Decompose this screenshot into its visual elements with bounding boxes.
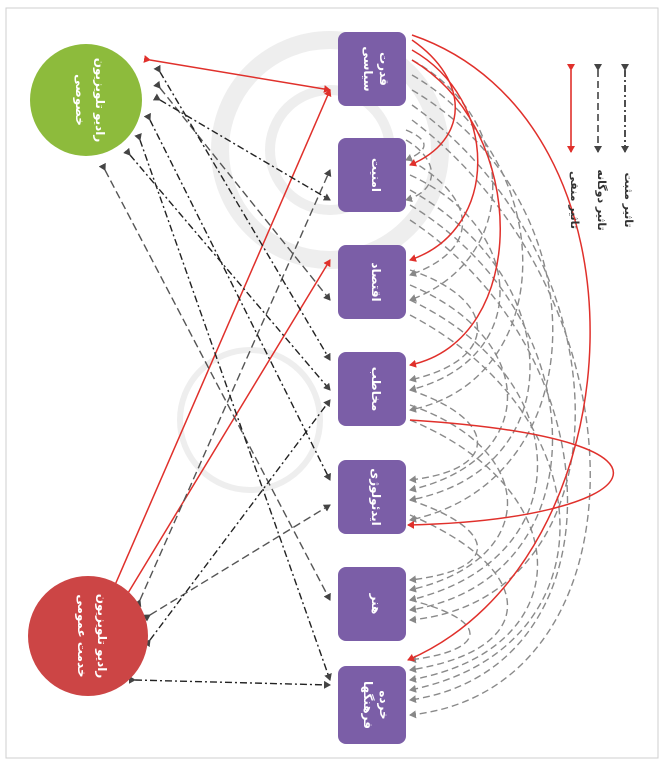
legend-dual-label: تاثیر دوگانه xyxy=(595,169,608,230)
box-political-power-line2: سیاسی xyxy=(361,46,375,91)
box-political-power-line1: قدرت xyxy=(377,52,391,86)
box-subcultures-line2: فرهنگها xyxy=(361,681,375,729)
box-audience-line1: مخاطب xyxy=(369,367,383,412)
box-subcultures-line1: خرده xyxy=(377,690,391,719)
legend-positive-label: تاثیر مثبت xyxy=(622,173,635,228)
box-economy-line1: اقتصاد xyxy=(369,262,383,301)
private-node-label-2: خصوصی xyxy=(72,74,87,126)
public-broadcaster-node: رادیو تلویزیون خدمت عمومی xyxy=(28,576,148,696)
negative-loops xyxy=(407,34,615,662)
box-ideology: ایدئولوژی xyxy=(338,460,406,534)
box-art: هنر xyxy=(338,567,406,641)
page-frame xyxy=(5,7,659,759)
private-node-label-1: رادیو تلویزیون xyxy=(92,58,107,143)
legend-negative-label: تاثیر منفی xyxy=(568,171,581,229)
box-audience: مخاطب xyxy=(338,352,406,426)
box-subcultures: خرده فرهنگها xyxy=(338,666,406,744)
positive-connectors xyxy=(123,64,332,689)
box-ideology-line1: ایدئولوژی xyxy=(368,468,383,526)
box-art-line1: هنر xyxy=(369,593,383,615)
box-economy: اقتصاد xyxy=(338,245,406,319)
legend: تاثیر منفی تاثیر دوگانه تاثیر مثبت xyxy=(567,64,635,231)
box-security: امنیت xyxy=(338,138,406,212)
feedback-loops xyxy=(405,59,591,719)
private-broadcaster-node: رادیو تلویزیون خصوصی xyxy=(30,44,142,156)
public-node-label-2: خدمت عمومی xyxy=(74,594,89,677)
box-political-power: قدرت سیاسی xyxy=(338,32,406,106)
public-node-label-1: رادیو تلویزیون xyxy=(94,594,109,679)
box-security-line1: امنیت xyxy=(369,158,383,192)
